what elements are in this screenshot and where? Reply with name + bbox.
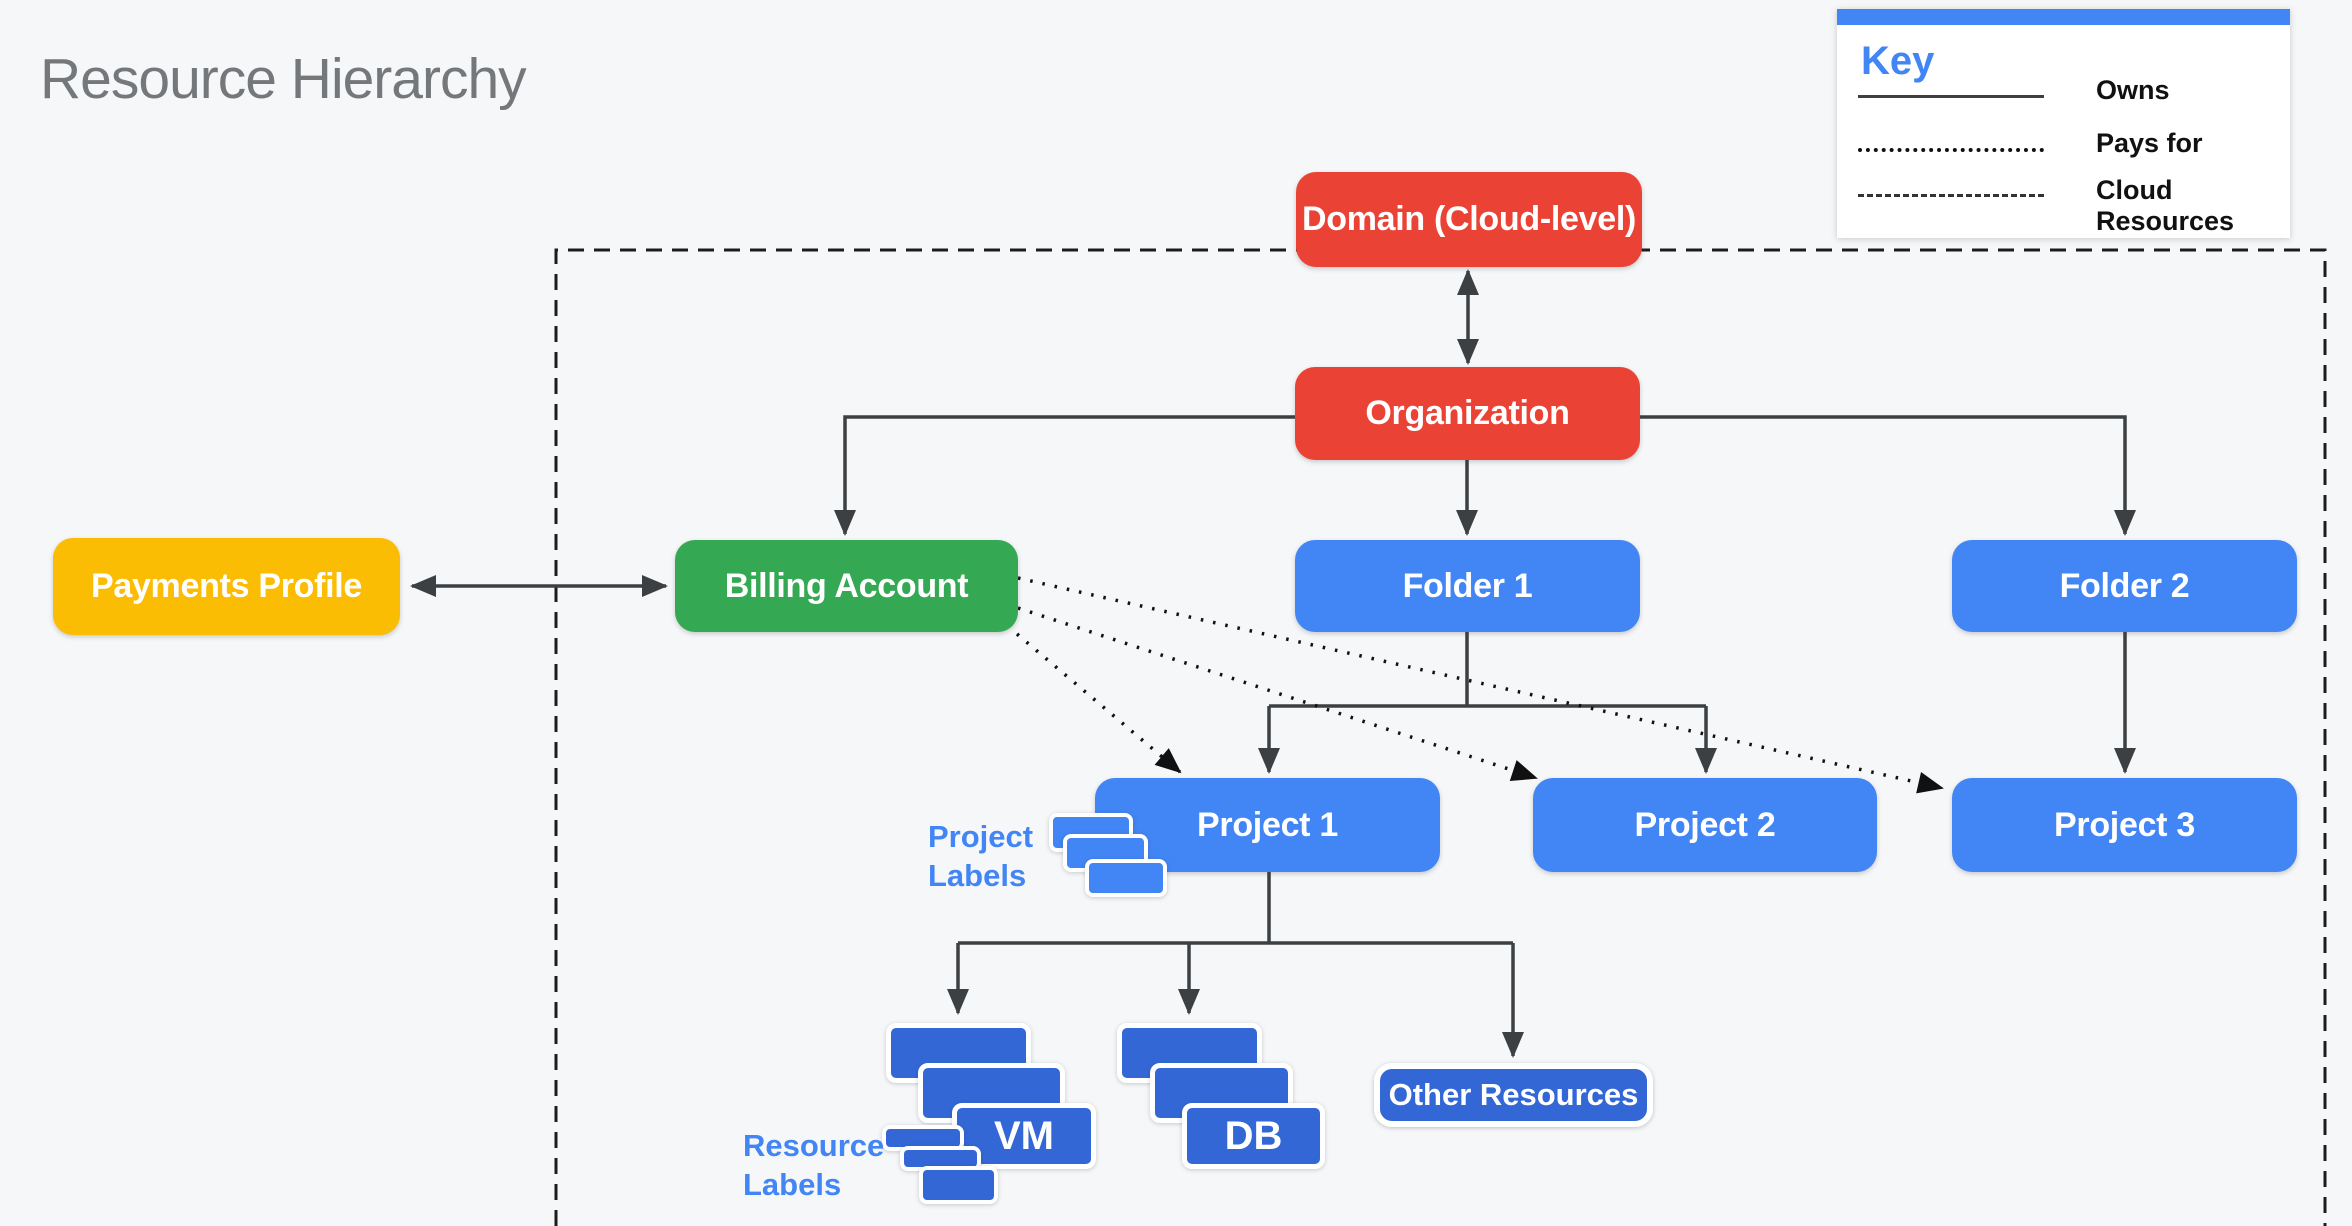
node-other-resources: Other Resources — [1374, 1063, 1653, 1127]
legend-heading: Key — [1861, 39, 1935, 83]
legend-label-pays-for: Pays for — [2096, 128, 2203, 158]
node-folder-1-label: Folder 1 — [1402, 566, 1533, 605]
project-label-card — [1085, 859, 1167, 897]
owns-connector-project1-bus — [958, 872, 1513, 945]
page-title: Resource Hierarchy — [40, 47, 527, 111]
node-project-2: Project 2 — [1533, 778, 1877, 872]
pays-for-line-billing-project3 — [1017, 576, 1944, 794]
pays-for-line-billing-project2 — [1017, 606, 1538, 781]
node-billing-account-label: Billing Account — [724, 566, 969, 605]
node-project-3: Project 3 — [1952, 778, 2297, 872]
legend-label-cloud-resources: Cloud Resources — [2096, 175, 2235, 236]
node-other-resources-label: Other Resources — [1388, 1077, 1639, 1112]
legend-accent-bar — [1837, 9, 2290, 25]
resource-label-card — [919, 1166, 998, 1204]
project-labels-annotation: Project Labels — [928, 819, 1034, 893]
node-payments-profile: Payments Profile — [53, 538, 400, 635]
node-folder-2: Folder 2 — [1952, 540, 2297, 632]
node-project-1: Project 1 — [1095, 778, 1440, 872]
legend-solid-line-swatch — [1858, 95, 2044, 98]
node-organization: Organization — [1295, 367, 1640, 460]
node-domain: Domain (Cloud-level) — [1296, 172, 1642, 267]
node-project-2-label: Project 2 — [1634, 805, 1776, 844]
node-project-1-label: Project 1 — [1197, 805, 1338, 844]
node-payments-profile-label: Payments Profile — [90, 567, 363, 605]
pays-for-line-billing-project1 — [1015, 632, 1182, 774]
legend: Key Owns Pays for Cloud Resources — [1837, 9, 2290, 238]
legend-label-owns: Owns — [2096, 75, 2170, 105]
node-domain-label: Domain (Cloud-level) — [1301, 200, 1637, 238]
node-organization-label: Organization — [1365, 394, 1570, 432]
owns-connector-folder1-bus — [1269, 632, 1706, 708]
node-folder-2-label: Folder 2 — [2059, 566, 2190, 605]
node-billing-account: Billing Account — [675, 540, 1018, 632]
node-folder-1: Folder 1 — [1295, 540, 1640, 632]
node-db-label: DB — [1224, 1113, 1283, 1158]
resource-labels-annotation: Resource Labels — [743, 1128, 885, 1202]
legend-dashed-line-swatch — [1858, 194, 2044, 197]
owns-connector-organization-folder2 — [1640, 415, 2136, 536]
node-vm-label: VM — [994, 1113, 1054, 1158]
node-project-3-label: Project 3 — [2054, 805, 2195, 844]
owns-connector-organization-billing — [834, 415, 1295, 536]
node-db: DB — [1182, 1103, 1325, 1169]
legend-dotted-line-swatch — [1858, 148, 2044, 152]
